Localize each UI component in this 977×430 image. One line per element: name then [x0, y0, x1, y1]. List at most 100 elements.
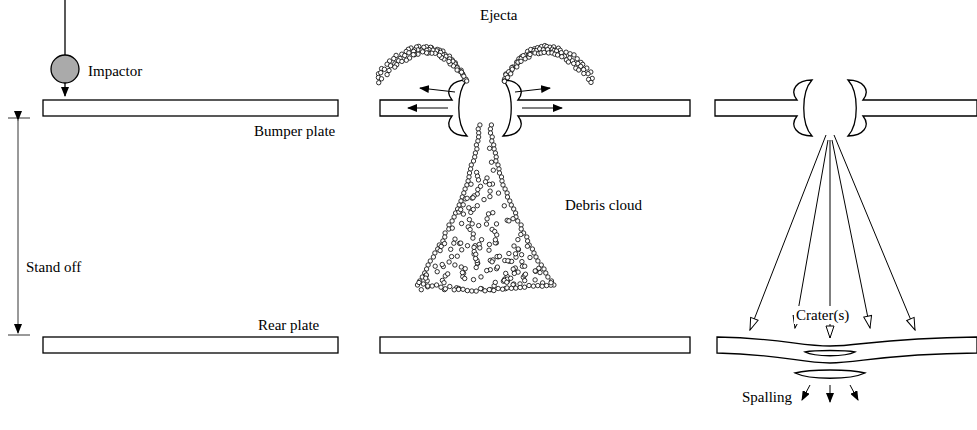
particle-dot: [479, 238, 483, 242]
particle-dot: [485, 268, 489, 272]
particle-dot: [516, 248, 520, 252]
particle-dot: [495, 233, 499, 237]
particle-dot: [516, 219, 520, 223]
particle-dot: [487, 146, 491, 150]
particle-dot: [461, 287, 465, 291]
particle-dot: [467, 217, 471, 221]
particle-dot: [489, 160, 493, 164]
bumper-fragment: [715, 80, 812, 136]
particle-dot: [507, 219, 511, 223]
particle-dot: [509, 286, 513, 290]
particle-dot: [538, 270, 542, 274]
part-label: Impactor: [86, 62, 144, 80]
particle-dot: [453, 263, 457, 267]
impactor-sphere: [51, 55, 79, 83]
particle-dot: [425, 285, 429, 289]
particle-dot: [523, 272, 527, 276]
particle-dot: [460, 270, 464, 274]
particle-dot: [482, 197, 486, 201]
dimension-tick: [8, 118, 30, 119]
particle-dot: [471, 207, 475, 211]
particle-dot: [493, 280, 497, 284]
particle-dot: [393, 65, 397, 69]
particle-dot: [461, 212, 465, 216]
fragment-arrow: [832, 140, 870, 328]
particle-dot: [455, 254, 459, 258]
particle-dot: [528, 51, 532, 55]
particle-dot: [424, 276, 428, 280]
particle-dot: [523, 264, 527, 268]
particle-dot: [549, 281, 553, 285]
particle-dot: [382, 67, 386, 71]
particle-dot: [470, 289, 474, 293]
particle-dot: [511, 267, 515, 271]
particle-dot: [490, 260, 494, 264]
particle-dot: [582, 71, 586, 75]
particle-dot: [439, 244, 443, 248]
particle-dot: [488, 194, 492, 198]
particle-dot: [495, 265, 499, 269]
particle-dot: [502, 79, 506, 83]
particle-dot: [447, 260, 451, 264]
particle-dot: [491, 168, 495, 172]
particle-dot: [536, 259, 540, 263]
particle-dot: [459, 207, 463, 211]
dimension-label: Stand off: [24, 258, 83, 276]
ejecta-arrow: [420, 88, 455, 92]
particle-dot: [452, 241, 456, 245]
particle-dot: [533, 269, 537, 273]
particle-dot: [496, 286, 500, 290]
particle-dot: [577, 68, 581, 72]
particle-dot: [455, 68, 459, 72]
particle-dot: [431, 255, 435, 259]
particle-dot: [487, 182, 491, 186]
ejecta-arrow: [522, 108, 562, 109]
fragment-arrow: [750, 135, 826, 330]
particle-dot: [589, 80, 593, 84]
particle-dot: [460, 248, 464, 252]
particle-dot: [465, 196, 469, 200]
particle-dot: [474, 252, 478, 256]
particle-dot: [407, 51, 411, 55]
particle-dot: [513, 252, 517, 256]
particle-dot: [519, 59, 523, 63]
particle-dot: [516, 247, 520, 251]
particle-dot: [474, 265, 478, 269]
part-label: Bumper plate: [252, 122, 337, 140]
particle-dot: [465, 244, 469, 248]
particle-dot: [494, 222, 498, 226]
particle-dot: [515, 65, 519, 69]
particle-dot: [519, 253, 523, 257]
particle-dot: [434, 283, 438, 287]
particle-dot: [417, 280, 421, 284]
particle-dot: [459, 70, 463, 74]
particle-dot: [421, 282, 425, 286]
particle-dot: [478, 184, 482, 188]
particle-dot: [467, 206, 471, 210]
particle-dot: [555, 53, 559, 57]
particle-dot: [522, 285, 526, 289]
particle-dot: [525, 244, 529, 248]
ejecta-arrow: [515, 88, 550, 92]
rear-plate: [43, 337, 338, 353]
particle-dot: [379, 77, 383, 81]
particle-dot: [533, 278, 537, 282]
particle-dot: [528, 52, 532, 56]
particle-dot: [472, 245, 476, 249]
particle-dot: [572, 61, 576, 65]
particle-dot: [420, 50, 424, 54]
particle-dot: [487, 287, 491, 291]
particle-dot: [505, 286, 509, 290]
particle-dot: [433, 264, 437, 268]
particle-dot: [485, 217, 489, 221]
particle-dot: [518, 285, 522, 289]
dimension-line: [18, 120, 19, 333]
particle-dot: [419, 288, 423, 292]
particle-dot: [514, 286, 518, 290]
particle-dot: [505, 280, 509, 284]
particle-dot: [377, 81, 381, 85]
particle-dot: [516, 237, 520, 241]
particle-dot: [500, 287, 504, 291]
